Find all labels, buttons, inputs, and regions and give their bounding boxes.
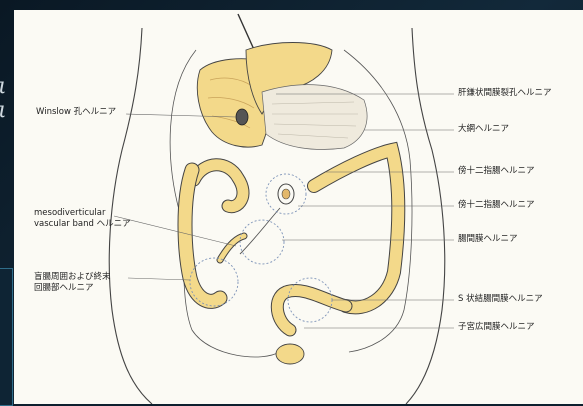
label-falciform: 肝鎌状間膜裂孔ヘルニア [458, 88, 552, 99]
figure-plate: Winslow 孔ヘルニア 肝鎌状間膜裂孔ヘルニア 大網ヘルニア 傍十二指腸ヘル… [14, 10, 583, 404]
leader-mesodiverticular [114, 216, 236, 246]
descending-colon-fill [314, 150, 398, 307]
leader-pericecal [128, 278, 190, 280]
label-pericecal: 盲腸周囲および終末 回腸部ヘルニア [34, 272, 111, 294]
ascending-colon-fill [185, 170, 220, 301]
mesenteric-root [240, 208, 280, 254]
side-glyph-top: ι [0, 74, 7, 99]
label-mesodiverticular: mesodiverticular vascular band ヘルニア [34, 208, 131, 230]
label-paraduodenal-2: 傍十二指腸ヘルニア [458, 200, 535, 211]
bladder [276, 344, 304, 364]
duodenum-ring-inner [282, 189, 290, 199]
label-greater-omentum: 大網ヘルニア [458, 124, 509, 135]
side-panel-edge [0, 268, 13, 406]
label-winslow: Winslow 孔ヘルニア [36, 107, 116, 118]
label-sigmoid: S 状結腸間膜ヘルニア [458, 294, 543, 305]
label-paraduodenal-1: 傍十二指腸ヘルニア [458, 166, 535, 177]
hernia-site-mesenteric [240, 220, 284, 264]
label-mesenteric: 腸間膜ヘルニア [458, 234, 518, 245]
label-broad-ligament: 子宮広間膜ヘルニア [458, 322, 535, 333]
omentum [262, 85, 367, 150]
side-glyph-bottom: ι [0, 98, 7, 123]
winslow-foramen [236, 109, 248, 125]
